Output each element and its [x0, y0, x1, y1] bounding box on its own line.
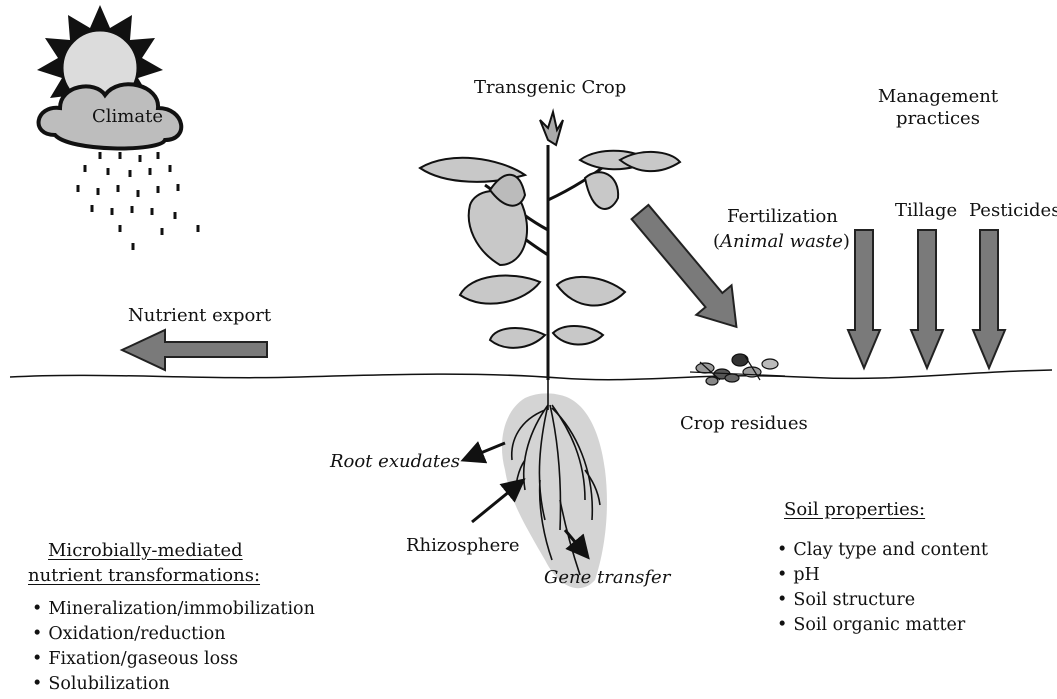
tillage-arrow — [911, 230, 943, 368]
microbial-title-line-1: Microbially-mediated — [48, 540, 243, 562]
crop-residues-label: Crop residues — [680, 413, 808, 435]
management-line-1: Management — [868, 86, 1008, 108]
animal-waste-label: (Animal waste) — [713, 231, 850, 253]
pesticides-label: Pesticides — [969, 200, 1057, 222]
list-item: Fixation/gaseous loss — [32, 647, 315, 672]
fertilization-label: Fertilization — [727, 206, 838, 228]
list-item: pH — [777, 563, 988, 588]
transgenic-crop-label: Transgenic Crop — [474, 77, 626, 99]
rhizosphere-label: Rhizosphere — [406, 535, 519, 557]
animal-waste-text: Animal waste — [720, 231, 843, 252]
list-item: Soil structure — [777, 588, 988, 613]
microbial-title-line-2: nutrient transformations: — [28, 565, 260, 587]
list-item: Oxidation/reduction — [32, 622, 315, 647]
root-exudates-label: Root exudates — [330, 451, 460, 473]
management-practices-label: Management practices — [868, 86, 1008, 130]
nutrient-export-arrow — [122, 330, 267, 370]
nutrient-export-label: Nutrient export — [128, 305, 271, 327]
rhizosphere-arrow — [472, 482, 521, 522]
pesticides-arrow — [973, 230, 1005, 368]
list-item: Mineralization/immobilization — [32, 597, 315, 622]
climate-label: Climate — [92, 106, 163, 128]
list-item: Soil organic matter — [777, 613, 988, 638]
list-item: Solubilization — [32, 672, 315, 697]
management-line-2: practices — [868, 108, 1008, 130]
crop-residues-icon — [690, 354, 785, 385]
ground-line — [10, 370, 1052, 380]
gene-transfer-label: Gene transfer — [544, 567, 670, 589]
microbial-list: Mineralization/immobilization Oxidation/… — [32, 597, 315, 697]
fertilization-arrow — [848, 230, 880, 368]
rain-drops — [78, 152, 198, 250]
list-item: Clay type and content — [777, 538, 988, 563]
tillage-label: Tillage — [895, 200, 957, 222]
soil-properties-list: Clay type and content pH Soil structure … — [777, 538, 988, 638]
root-exudates-arrow — [466, 443, 505, 459]
soil-properties-title: Soil properties: — [784, 499, 925, 521]
